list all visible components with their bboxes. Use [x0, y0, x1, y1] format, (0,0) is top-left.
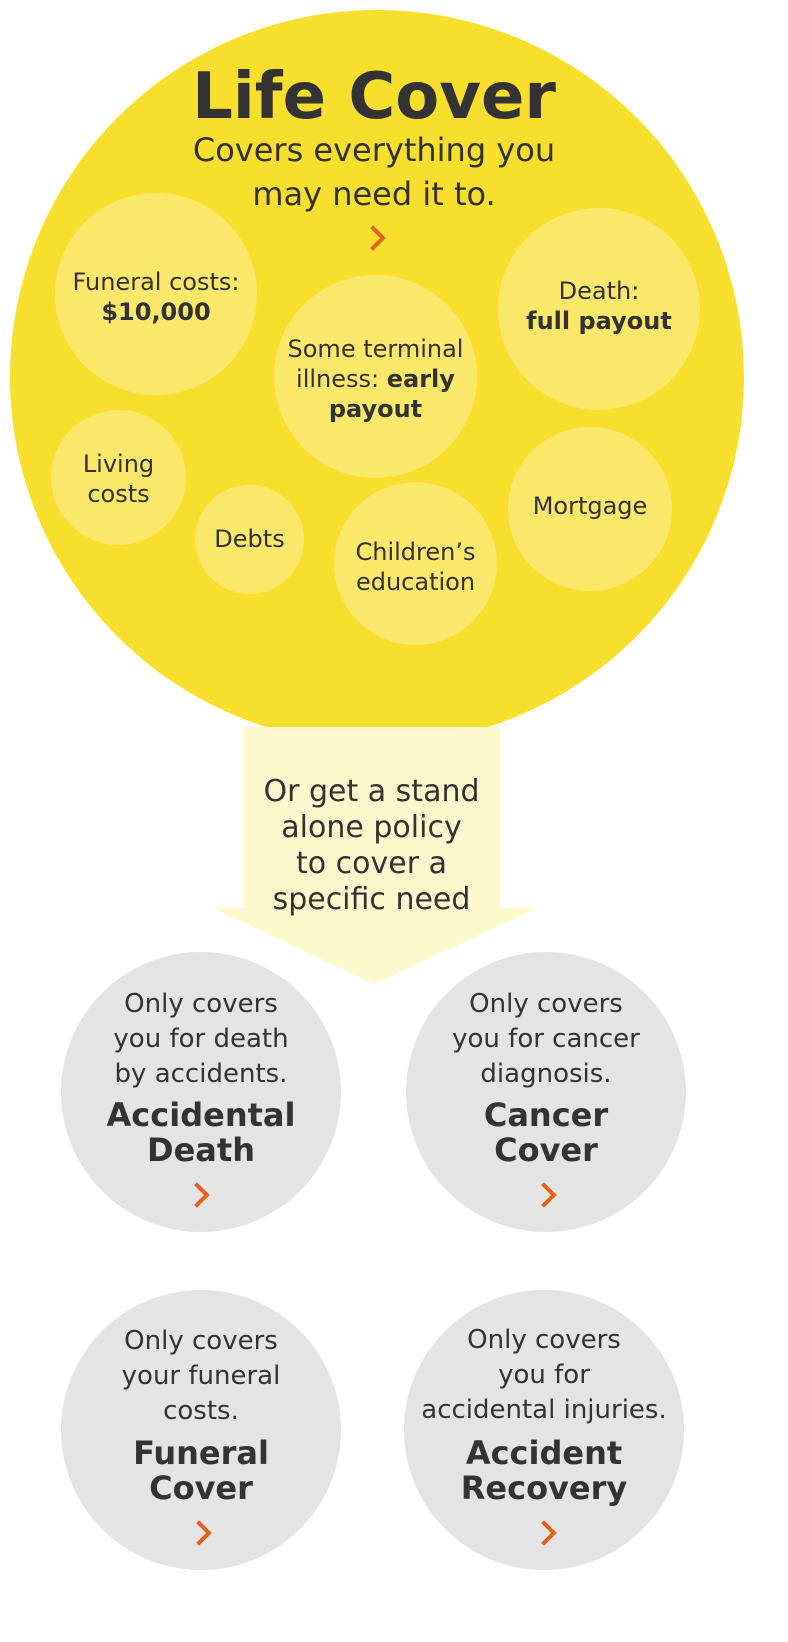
policy-title-line: Cover	[149, 1469, 253, 1507]
policy-desc-line: by accidents.	[114, 1059, 288, 1089]
bubble-funeral-costs: Funeral costs: $10,000	[55, 193, 257, 395]
policy-desc-line: you for death	[113, 1024, 289, 1054]
bubble-mortgage: Mortgage	[508, 427, 672, 591]
policy-accident-recovery[interactable]: Only covers you for accidental injuries.…	[404, 1290, 684, 1570]
bubble-living-costs: Living costs	[51, 410, 186, 545]
bubble-death-line1: Death:	[558, 277, 640, 305]
policy-title-line: Cancer	[483, 1096, 609, 1134]
bubble-debts: Debts	[195, 485, 304, 594]
policy-cancer-cover[interactable]: Only covers you for cancer diagnosis. Ca…	[406, 952, 686, 1232]
life-cover-subtitle: Covers everything you may need it to.	[0, 128, 748, 216]
arrow-text-line4: specific need	[272, 882, 471, 917]
life-cover-subtitle-line2: may need it to.	[252, 175, 496, 213]
bubble-terminal-illness: Some terminal illness: early payout	[274, 275, 477, 478]
down-arrow-shape	[213, 727, 537, 984]
bubble-death-payout: full payout	[526, 307, 672, 335]
chevron-right-icon[interactable]	[186, 1520, 212, 1546]
bubble-funeral-line1: Funeral costs:	[72, 268, 240, 296]
bubble-death: Death: full payout	[498, 208, 700, 410]
arrow-text: Or get a stand alone policy to cover a s…	[243, 774, 500, 918]
bubble-living-line2: costs	[87, 480, 150, 508]
bubble-terminal-line3: payout	[328, 395, 423, 423]
bubble-terminal-line2: illness: early	[274, 364, 477, 394]
bubble-terminal-line1: Some terminal	[287, 335, 464, 363]
policy-title-line: Cover	[494, 1131, 598, 1169]
life-cover-subtitle-line1: Covers everything you	[192, 131, 556, 169]
bubble-living-line1: Living	[82, 450, 155, 478]
policy-desc-line: Only covers	[124, 989, 278, 1019]
bubble-mortgage-label: Mortgage	[532, 492, 648, 520]
bubble-debts-label: Debts	[214, 525, 285, 553]
bubble-terminal-line2-bold: early	[386, 365, 455, 393]
policy-desc-line: you for	[498, 1360, 590, 1390]
bubble-childrens-education: Children’s education	[334, 482, 497, 645]
chevron-right-icon[interactable]	[531, 1520, 557, 1546]
policy-desc-line: Only covers	[124, 1326, 278, 1356]
policy-desc-line: you for cancer	[452, 1024, 640, 1054]
bubble-terminal-line2-normal: illness:	[296, 365, 387, 393]
arrow-text-line2: alone policy	[281, 810, 462, 845]
bubble-children-line2: education	[355, 568, 476, 596]
policy-title-line: Accident	[465, 1434, 623, 1472]
bubble-funeral-amount: $10,000	[101, 298, 211, 326]
policy-desc-line: your funeral	[121, 1361, 281, 1391]
arrow-text-line3: to cover a	[296, 846, 447, 881]
policy-desc-line: diagnosis.	[480, 1059, 612, 1089]
policy-desc-line: costs.	[163, 1396, 239, 1426]
policy-title-line: Accidental	[106, 1096, 296, 1134]
policy-desc-line: Only covers	[467, 1325, 621, 1355]
policy-title-line: Funeral	[133, 1434, 269, 1472]
policy-desc-line: Only covers	[469, 989, 623, 1019]
chevron-right-icon[interactable]	[184, 1182, 210, 1208]
policy-title-line: Recovery	[460, 1469, 628, 1507]
chevron-right-icon[interactable]	[531, 1182, 557, 1208]
bubble-children-line1: Children’s	[355, 538, 476, 566]
policy-desc-line: accidental injuries.	[421, 1395, 667, 1425]
arrow-text-line1: Or get a stand	[263, 774, 480, 809]
life-cover-title: Life Cover	[192, 60, 556, 134]
policy-title-line: Death	[147, 1131, 255, 1169]
policy-accidental-death[interactable]: Only covers you for death by accidents. …	[61, 952, 341, 1232]
policy-funeral-cover[interactable]: Only covers your funeral costs. Funeral …	[61, 1290, 341, 1570]
